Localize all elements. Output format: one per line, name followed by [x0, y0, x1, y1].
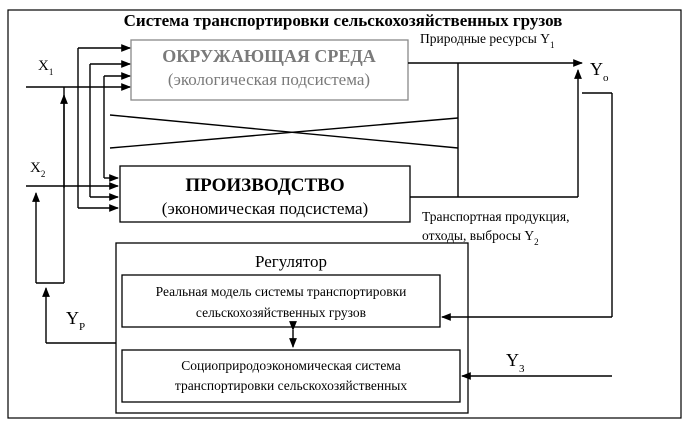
yp-label: YP [66, 308, 85, 333]
real-model-box: Реальная модель системы транспортировки … [121, 274, 441, 328]
outer-frame [7, 9, 682, 419]
production-block: ПРОИЗВОДСТВО (экономическая подсистема) [119, 165, 411, 223]
environment-title: ОКРУЖАЮЩАЯ СРЕДА [162, 46, 376, 66]
real-model-line2: сельскохозяйственных грузов [196, 305, 366, 320]
real-model-line1: Реальная модель системы транспортировки [156, 284, 407, 299]
x2-label: X2 [30, 160, 45, 179]
production-subtitle: (экономическая подсистема) [162, 199, 368, 218]
socio-system-line2: транспортировки сельскохозяйственных [175, 378, 407, 393]
cross-line-a [109, 114, 459, 149]
regulator-block: Регулятор Реальная модель системы трансп… [115, 242, 469, 414]
y3-label: Y3 [506, 350, 525, 375]
regulator-title: Регулятор [255, 252, 327, 271]
yo-label: Yo [590, 59, 609, 84]
x1-label: X1 [38, 58, 53, 77]
y2-label-line1: Транспортная продукция, [422, 209, 570, 224]
socio-system-line1: Социоприродоэкономическая система [181, 358, 401, 373]
environment-block: ОКРУЖАЮЩАЯ СРЕДА (экологическая подсисте… [130, 39, 409, 101]
y1-label: Природные ресурсы Y1 [420, 31, 554, 50]
y2-label-line2: отходы, выбросы Y2 [422, 228, 539, 247]
cross-line-b [109, 117, 459, 149]
environment-subtitle: (экологическая подсистема) [168, 70, 370, 89]
socio-system-box: Социоприродоэкономическая система трансп… [121, 349, 461, 403]
production-title: ПРОИЗВОДСТВО [185, 175, 344, 196]
diagram-title: Система транспортировки сельскохозяйстве… [124, 11, 563, 30]
